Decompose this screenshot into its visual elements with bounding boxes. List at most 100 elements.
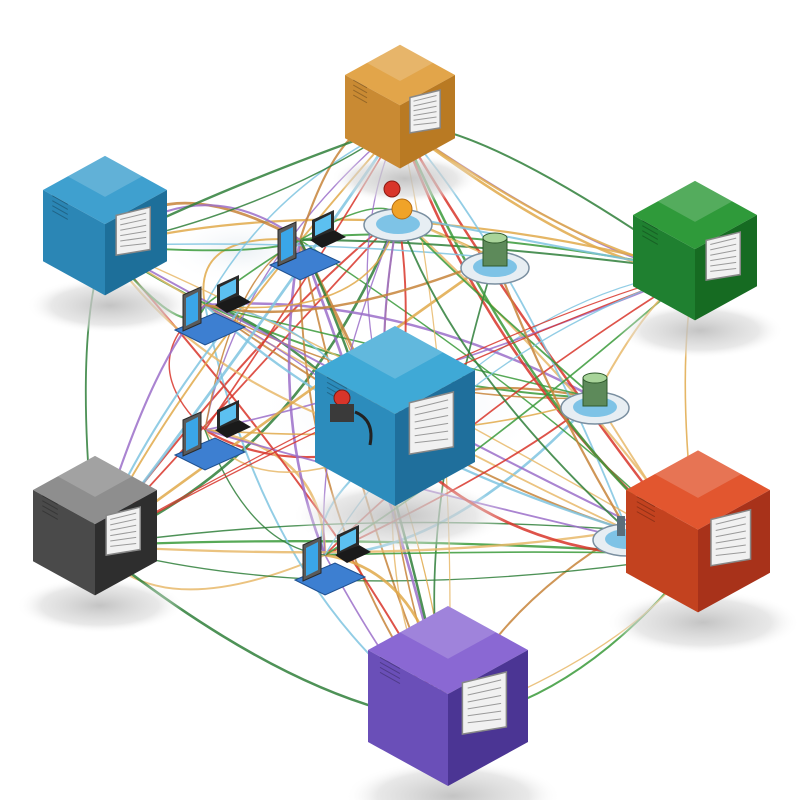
center-plug-icon bbox=[330, 389, 373, 446]
panel-grid-line bbox=[414, 415, 449, 423]
node-shadow bbox=[16, 577, 184, 634]
plug-body bbox=[330, 404, 354, 422]
panel-grid-line bbox=[120, 230, 147, 237]
vent-line bbox=[42, 500, 59, 510]
panel-grid-line bbox=[413, 95, 437, 102]
device-base bbox=[173, 312, 247, 346]
vent-line bbox=[52, 195, 69, 205]
panel-grid-line bbox=[467, 702, 502, 710]
laptop-screen bbox=[220, 404, 236, 426]
hub-green-barrel-right bbox=[560, 372, 630, 425]
vent-line bbox=[353, 94, 368, 104]
panel-grid-line bbox=[715, 516, 746, 525]
tablet-screen bbox=[186, 417, 198, 451]
vent-line bbox=[42, 505, 59, 515]
tablet-screen bbox=[186, 292, 198, 326]
hub-red-globe bbox=[363, 180, 433, 242]
panel-grid-line bbox=[120, 242, 147, 247]
server-panel-icon bbox=[461, 671, 508, 735]
plug-knob bbox=[333, 389, 351, 407]
laptop-keyboard bbox=[215, 420, 251, 438]
panel-grid-line bbox=[467, 687, 502, 696]
panel-grid-line bbox=[110, 530, 137, 537]
server-panel-icon bbox=[710, 508, 752, 567]
cube-highlight bbox=[347, 326, 443, 379]
vent-line bbox=[52, 200, 69, 210]
server-nodes bbox=[33, 44, 770, 786]
panel-grid-line bbox=[413, 105, 437, 112]
cube-highlight bbox=[57, 455, 133, 497]
tool-icon bbox=[617, 516, 625, 536]
device-base bbox=[268, 247, 342, 281]
panel-grid-line bbox=[413, 100, 437, 107]
vent-line bbox=[636, 511, 656, 523]
panel-grid-line bbox=[110, 518, 137, 526]
vent-line bbox=[642, 235, 659, 245]
vent-line bbox=[636, 506, 656, 518]
connection-link bbox=[397, 214, 628, 531]
panel-grid-line bbox=[413, 116, 437, 121]
server-panel-icon bbox=[705, 231, 742, 282]
workstation-2 bbox=[173, 275, 251, 346]
cube-left bbox=[368, 650, 448, 786]
node-shadow bbox=[26, 277, 194, 334]
hub-green-barrel-top bbox=[460, 232, 530, 285]
panel-grid-line bbox=[710, 261, 737, 267]
workstation-1 bbox=[268, 210, 346, 281]
laptop-screen bbox=[340, 529, 356, 551]
cube-left bbox=[43, 190, 105, 296]
panel-grid-line bbox=[467, 718, 502, 724]
panel-grid-line bbox=[710, 243, 737, 251]
cube-highlight bbox=[67, 155, 143, 197]
laptop-screen bbox=[220, 279, 236, 301]
vent-line bbox=[379, 671, 401, 684]
vent-line bbox=[642, 230, 659, 240]
server-gray bbox=[33, 455, 157, 596]
panel-grid-line bbox=[110, 542, 137, 547]
panel-grid-line bbox=[710, 249, 737, 256]
node-shadow bbox=[616, 302, 784, 359]
node-shadow bbox=[605, 590, 800, 655]
cube-left bbox=[626, 490, 698, 613]
vent-line bbox=[642, 225, 659, 235]
panel-grid-line bbox=[715, 537, 746, 544]
connection-link bbox=[94, 545, 699, 582]
panel-grid-line bbox=[467, 695, 502, 703]
vent-line bbox=[353, 89, 368, 99]
panel-grid-line bbox=[710, 267, 737, 272]
vent-line bbox=[353, 84, 368, 94]
panel-grid-line bbox=[110, 524, 137, 531]
panel-grid-line bbox=[710, 237, 737, 246]
vent-line bbox=[52, 210, 69, 220]
connection-link bbox=[204, 302, 596, 400]
tablet-screen bbox=[306, 542, 318, 576]
cube-left bbox=[345, 75, 400, 169]
cube-left bbox=[633, 215, 695, 321]
panel-grid-line bbox=[414, 407, 449, 416]
panel-grid-line bbox=[413, 121, 437, 126]
panel-grid-line bbox=[414, 422, 449, 430]
server-red bbox=[626, 450, 770, 613]
device-base bbox=[173, 437, 247, 471]
vent-line bbox=[42, 510, 59, 520]
vent-line bbox=[642, 220, 659, 230]
client-devices bbox=[173, 180, 662, 596]
panel-grid-line bbox=[120, 236, 147, 242]
alert-dot-icon bbox=[383, 180, 401, 198]
server-purple bbox=[368, 606, 528, 786]
server-panel-icon bbox=[105, 506, 142, 557]
panel-grid-line bbox=[413, 111, 437, 116]
barrel-top bbox=[482, 232, 508, 244]
connection-link bbox=[204, 256, 496, 314]
vent-line bbox=[52, 205, 69, 215]
panel-grid-line bbox=[120, 212, 147, 221]
panel-grid-line bbox=[467, 679, 502, 689]
globe-icon bbox=[391, 198, 413, 220]
cube-highlight bbox=[400, 606, 496, 659]
workstation-4 bbox=[293, 525, 371, 596]
panel-grid-line bbox=[120, 218, 147, 226]
panel-grid-line bbox=[110, 512, 137, 521]
vent-line bbox=[379, 656, 401, 669]
